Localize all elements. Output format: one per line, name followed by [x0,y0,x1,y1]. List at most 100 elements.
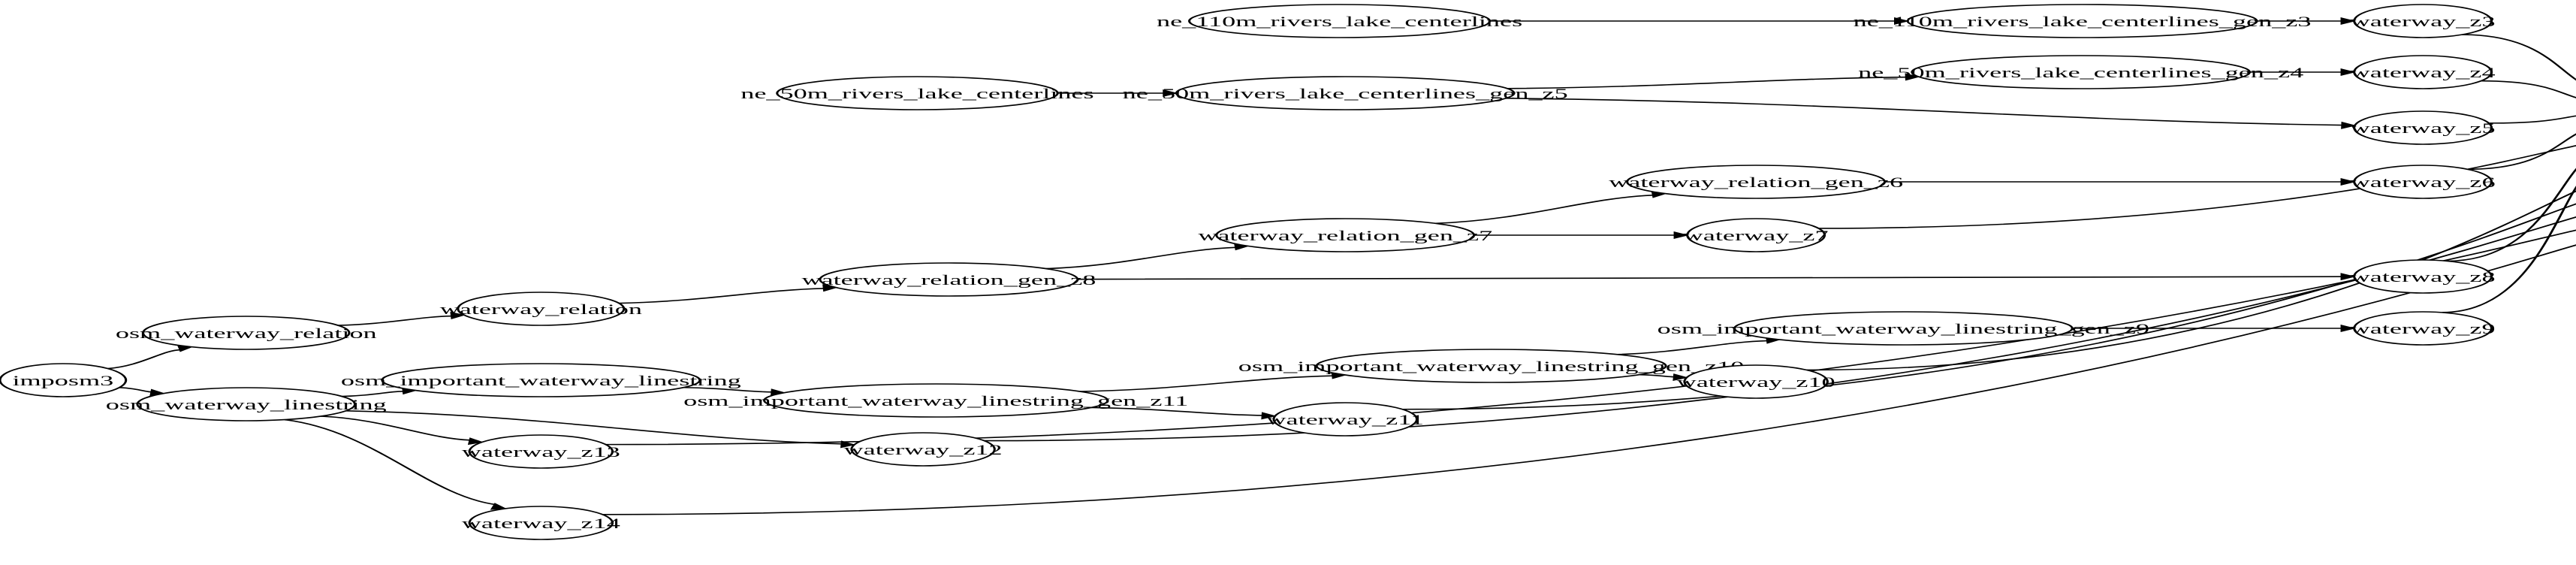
node-label: ne_110m_rivers_lake_centerlines_gen_z3 [1854,14,2312,29]
graph-node-ne_110m_rivers_lake_centerlines_gen_z3[interactable]: ne_110m_rivers_lake_centerlines_gen_z3 [1854,4,2312,38]
node-ellipse [468,434,614,469]
node-label: osm_waterway_linestring [106,397,387,412]
node-label: ne_110m_rivers_lake_centerlines [1157,14,1522,29]
node-ellipse [776,76,1059,110]
graph-edge [1505,98,2342,126]
graph-edge [345,410,842,445]
graph-edge [2462,34,2576,81]
node-ellipse [457,292,626,326]
node-ellipse [468,506,614,540]
graph-node-waterway_z6[interactable]: waterway_z6 [2351,165,2496,199]
graph-node-waterway_z11[interactable]: waterway_z11 [1266,402,1424,437]
node-label: waterway_relation_gen_z7 [1198,228,1492,243]
node-ellipse [1215,218,1476,252]
graph-node-waterway_z9[interactable]: waterway_z9 [2351,311,2496,346]
graph-node-waterway_z5[interactable]: waterway_z5 [2351,110,2496,145]
graph-node-waterway_relation_gen_z7[interactable]: waterway_relation_gen_z7 [1198,218,1492,252]
graph-edge [683,386,772,393]
graph-node-osm_waterway_relation[interactable]: osm_waterway_relation [116,316,377,350]
graph-edge [2467,133,2576,171]
graph-node-imposm3[interactable]: imposm3 [0,363,128,397]
node-label: waterway_z13 [462,444,620,460]
node-ellipse [1911,55,2252,89]
graph-node-waterway_z3[interactable]: waterway_z3 [2351,4,2496,38]
node-ellipse [2353,55,2493,89]
node-ellipse [2353,259,2493,294]
edge-arrowhead [1673,373,1689,382]
node-label: waterway_z9 [2351,321,2496,337]
graph-edge [1077,276,2342,280]
edge-arrowhead [1905,73,1921,81]
graph-node-waterway_z8[interactable]: waterway_z8 [2351,259,2496,294]
node-ellipse [819,262,1079,297]
node-label: ne_50m_rivers_lake_centerlines [741,86,1093,101]
graph-node-osm_important_waterway_linestring_gen_z9[interactable]: osm_important_waterway_linestring_gen_z9 [1658,311,2149,346]
graph-edge [1435,195,1654,225]
graph-node-ne_110m_rivers_lake_centerlines[interactable]: ne_110m_rivers_lake_centerlines [1157,4,1522,38]
node-label: waterway_z4 [2351,65,2496,80]
graph-edge [2488,115,2576,124]
node-ellipse [850,432,996,467]
node-label: waterway_z14 [462,515,620,531]
node-label: waterway_z6 [2351,174,2496,190]
node-ellipse [2353,4,2493,38]
node-ellipse [1686,218,1826,252]
graph-node-osm_important_waterway_linestring[interactable]: osm_important_waterway_linestring [341,363,741,397]
graph-node-osm_important_waterway_linestring_gen_z10[interactable]: osm_important_waterway_linestring_gen_z1… [1238,349,1745,383]
graph-edge [2481,80,2576,98]
graph-node-waterway_z10[interactable]: waterway_z10 [1677,364,1835,399]
graph-node-waterway_relation[interactable]: waterway_relation [440,292,643,326]
graph-edge [602,244,2576,515]
graph-node-ne_50m_rivers_lake_centerlines_gen_z5[interactable]: ne_50m_rivers_lake_centerlines_gen_z5 [1123,76,1568,110]
graph-node-osm_important_waterway_linestring_gen_z11[interactable]: osm_important_waterway_linestring_gen_z1… [683,383,1188,418]
graph-node-ne_50m_rivers_lake_centerlines[interactable]: ne_50m_rivers_lake_centerlines [741,76,1094,110]
graph-node-waterway_z7[interactable]: waterway_z7 [1684,218,1829,252]
edge-arrowhead [840,440,856,449]
graph-node-osm_waterway_linestring[interactable]: osm_waterway_linestring [106,387,387,421]
graph-node-waterway_relation_gen_z8[interactable]: waterway_relation_gen_z8 [801,262,1096,297]
node-label: osm_important_waterway_linestring [341,373,741,388]
edge-arrowhead [2340,273,2356,281]
graph-edge [1616,340,1768,355]
node-ellipse [2353,110,2493,145]
graph-edge [1080,375,1333,392]
node-ellipse [763,383,1109,418]
node-label: waterway_z10 [1677,374,1835,390]
graph-edge [321,415,470,441]
edge-arrowhead [1894,17,1910,25]
node-label: waterway_z5 [2351,120,2496,136]
graph-edge [284,418,496,506]
node-label: osm_important_waterway_linestring_gen_z9 [1658,321,2149,337]
node-ellipse [1175,76,1516,110]
node-label: imposm3 [12,373,113,388]
node-label: waterway_relation [440,301,643,317]
edge-arrowhead [2340,17,2356,25]
graph-node-waterway_z4[interactable]: waterway_z4 [2351,55,2496,89]
node-label: waterway_relation_gen_z8 [801,272,1096,288]
node-ellipse [1733,311,2074,346]
node-ellipse [1906,4,2258,38]
edge-arrowhead [2340,178,2356,186]
edge-arrowhead [1163,89,1178,97]
nodes-layer: imposm3 osm_waterway_relation osm_waterway… [0,4,2496,540]
graph-node-ne_50m_rivers_lake_centerlines_gen_z4[interactable]: ne_50m_rivers_lake_centerlines_gen_z4 [1858,55,2303,89]
edge-arrowhead [1261,412,1277,420]
node-label: osm_important_waterway_linestring_gen_z1… [683,393,1188,409]
node-label: ne_50m_rivers_lake_centerlines_gen_z4 [1858,65,2303,80]
graph-edge [2442,186,2576,313]
graph-node-waterway_z14[interactable]: waterway_z14 [462,506,620,540]
graph-edge [337,315,452,326]
node-ellipse [1187,4,1492,38]
graph-edge [1639,373,1675,378]
graph-node-waterway_z13[interactable]: waterway_z13 [462,434,620,469]
node-ellipse [1626,165,1887,199]
graph-node-waterway_relation_gen_z6[interactable]: waterway_relation_gen_z6 [1609,165,1903,199]
graph-edge [107,349,181,370]
node-ellipse [136,387,357,421]
node-label: ne_50m_rivers_lake_centerlines_gen_z5 [1123,86,1568,101]
graph-node-waterway_z12[interactable]: waterway_z12 [844,432,1003,467]
graph-edge [619,288,824,304]
graph-edge [1045,246,1236,270]
edge-arrowhead [1673,231,1689,239]
